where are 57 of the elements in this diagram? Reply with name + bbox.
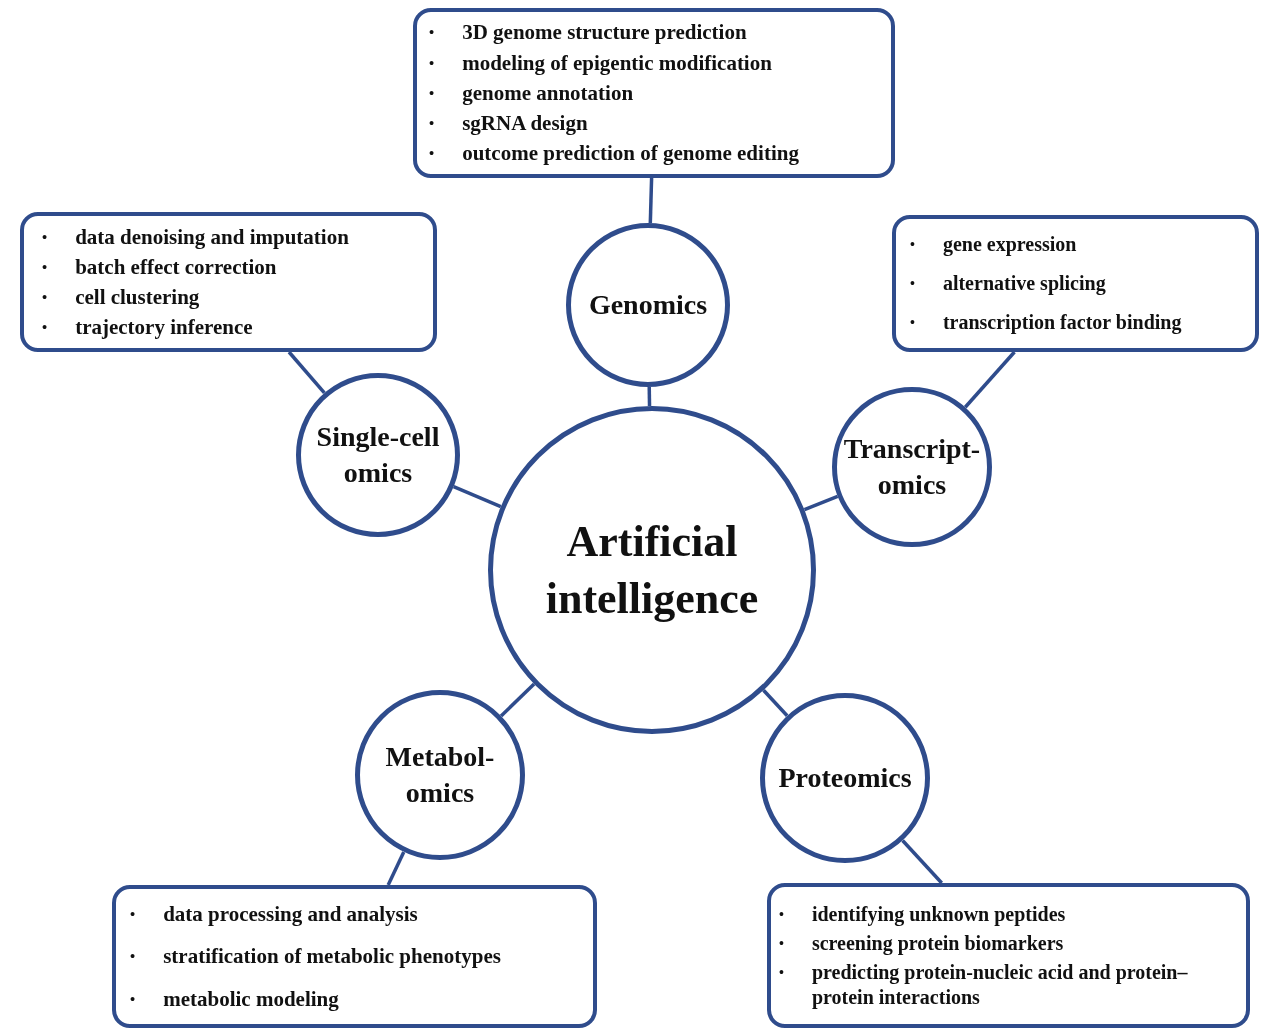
connector-line — [499, 682, 536, 718]
list-item: screening protein biomarkers — [811, 930, 1065, 956]
bullet-mark: • — [429, 23, 435, 43]
list-box — [767, 883, 1250, 1028]
topic-label: Genomics — [588, 287, 708, 322]
list-box — [20, 212, 437, 352]
list-box — [413, 8, 895, 178]
bullet-mark: • — [42, 288, 48, 307]
list-item: genome annotation — [462, 79, 635, 107]
connector-line — [762, 689, 789, 717]
bullet-mark: • — [429, 114, 435, 134]
bullet-mark: • — [910, 236, 915, 254]
list-item: 3D genome structure prediction — [462, 19, 748, 46]
bullet-mark: • — [779, 905, 784, 924]
bullet-mark: • — [779, 963, 784, 982]
bullet-mark: • — [779, 934, 784, 953]
list-item: metabolic modeling — [163, 985, 340, 1012]
topic-label: Single-cell omics — [315, 419, 441, 490]
list-item: transcription factor binding — [942, 310, 1182, 335]
list-item: data processing and analysis — [163, 901, 419, 928]
list-item: modeling of epigentic modification — [462, 49, 773, 76]
list-box — [112, 885, 597, 1028]
connector-line — [452, 485, 502, 509]
connector-line — [386, 851, 406, 886]
list-item: trajectory inference — [75, 314, 254, 341]
list-item: identifying unknown peptides — [811, 901, 1067, 927]
connector-line — [963, 350, 1016, 409]
connector-line — [648, 177, 654, 224]
bullet-mark: • — [42, 257, 48, 277]
bullet-mark: • — [42, 318, 48, 338]
connector-line — [287, 350, 326, 395]
list-item: batch effect correction — [75, 253, 278, 280]
list-item: cell clustering — [75, 284, 201, 311]
list-box — [892, 215, 1259, 352]
list-item: predicting protein-nucleic acid and protein–protein interactions — [811, 959, 1189, 1010]
list-item: gene expression — [942, 232, 1078, 257]
connector-line — [803, 494, 839, 512]
topic-label: Metabol-omics — [384, 739, 496, 810]
connector-line — [647, 386, 652, 407]
list-item: stratification of metabolic phenotypes — [163, 943, 501, 970]
bullet-mark: • — [910, 275, 915, 293]
bullet-mark: • — [429, 83, 435, 103]
bullet-mark: • — [910, 314, 915, 332]
topic-label: Transcript-omics — [842, 431, 982, 502]
bullet-mark: • — [42, 227, 48, 247]
list-item: sgRNA design — [462, 110, 589, 137]
list-item: data denoising and imputation — [75, 223, 349, 250]
connector-line — [901, 839, 943, 885]
topic-label: Proteomics — [778, 760, 912, 795]
bullet-mark: • — [429, 53, 435, 73]
bullet-mark: • — [130, 947, 136, 967]
topic-label: Artificial intelligence — [544, 515, 760, 625]
list-item: alternative splicing — [942, 271, 1107, 296]
list-item: outcome prediction of genome editing — [462, 140, 799, 167]
bullet-mark: • — [429, 144, 435, 164]
bullet-mark: • — [130, 905, 136, 925]
bullet-mark: • — [130, 989, 136, 1009]
